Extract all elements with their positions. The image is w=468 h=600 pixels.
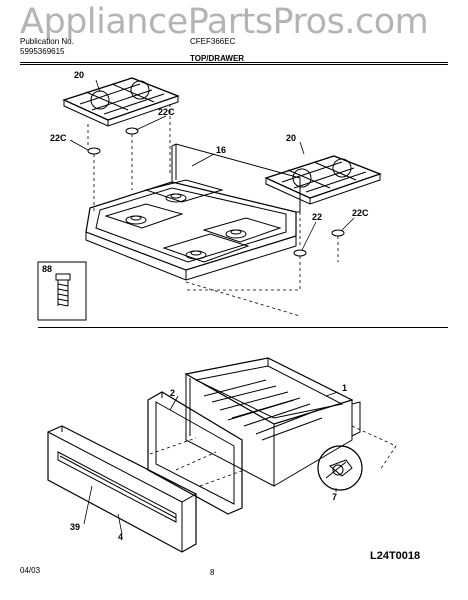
screw-box xyxy=(37,261,87,321)
callout-cap-right: 22 xyxy=(312,212,323,222)
section-title: TOP/DRAWER xyxy=(190,54,245,63)
drawer-panel xyxy=(47,425,197,553)
callout-drawer-body: 1 xyxy=(342,383,348,393)
left-grate xyxy=(62,77,180,127)
section-divider xyxy=(38,327,448,328)
callout-grate-left: 20 xyxy=(74,70,85,80)
callout-handle: 39 xyxy=(70,522,81,532)
diagram-code: L24T0018 xyxy=(370,550,421,562)
header-rule-top xyxy=(20,62,448,63)
callout-cap-left-upper: 22C xyxy=(158,107,175,117)
right-grate xyxy=(264,155,382,205)
model-number: CFEF366EC xyxy=(190,37,236,46)
callout-screw: 88 xyxy=(42,264,53,274)
page-number: 8 xyxy=(210,568,215,577)
watermark: AppliancePartsPros.com xyxy=(20,2,429,42)
callout-cap-right-c: 22C xyxy=(352,208,369,218)
callout-grate-right: 20 xyxy=(286,133,297,143)
assembly-lines-drawer xyxy=(149,425,397,487)
leader-lines xyxy=(69,79,355,535)
cooktop-panel xyxy=(85,143,301,281)
publication-label: Publication No. xyxy=(20,37,74,46)
callout-drawer-panel: 4 xyxy=(118,532,124,542)
drawer-front-frame xyxy=(147,391,243,515)
publication-number: 5995369615 xyxy=(20,47,65,56)
callout-cooktop: 16 xyxy=(216,145,227,155)
assembly-lines-top xyxy=(87,104,339,317)
header-rule-bottom xyxy=(20,64,448,65)
callout-drawer-frame: 2 xyxy=(170,388,176,398)
roller-detail xyxy=(317,445,363,491)
callout-cap-left-lower: 22C xyxy=(50,133,67,143)
callout-roller: 7 xyxy=(332,492,338,502)
footer-date: 04/03 xyxy=(20,566,41,575)
